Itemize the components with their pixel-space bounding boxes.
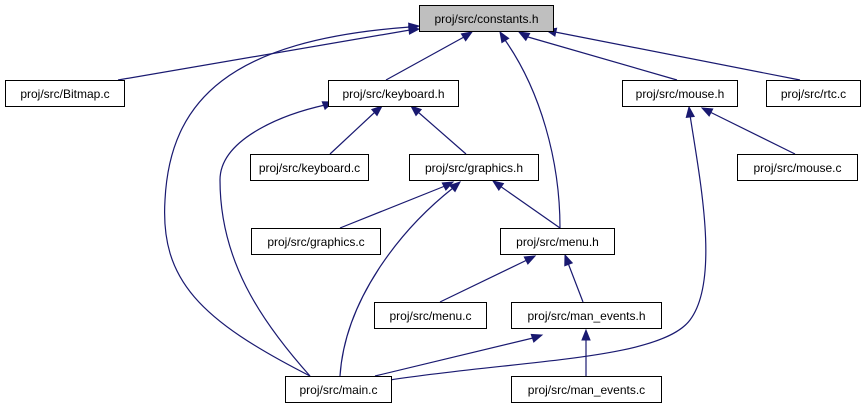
edge-graphics-h-to-keyboard-line [417,111,467,155]
node-graphics-c[interactable]: proj/src/graphics.c [251,228,381,255]
edge-man-events-c-to-h-arrowhead [581,328,591,341]
node-keyboard-c[interactable]: proj/src/keyboard.c [250,154,369,181]
edge-main-to-graphics-arrowhead [448,181,462,193]
edge-mouse-c-to-mouse-arrowhead [700,107,714,117]
edge-main-to-constants [163,22,421,377]
edge-keyboard-c-to-keyboard-line [329,111,376,155]
edge-menu-h-to-constants-line [504,39,561,229]
edge-menu-h-to-graphics-line [499,185,561,229]
edge-main-to-graphics-line [339,187,454,377]
edge-menu-h-to-constants [499,30,561,229]
node-mouse-c[interactable]: proj/src/mouse.c [737,154,858,181]
edge-graphics-c-to-graphics-arrowhead [441,181,455,191]
edge-menu-h-to-graphics [491,180,561,229]
node-mouse-h[interactable]: proj/src/mouse.h [622,80,738,107]
edge-man-events-c-to-h [581,328,591,376]
edge-mouse-to-constants-line [527,36,678,81]
edge-main-to-mouse-arrowhead [685,105,696,119]
edge-keyboard-to-constants-arrowhead [460,31,474,42]
edge-keyboard-to-constants [385,31,474,81]
edge-bitmap-to-constants-line [117,29,411,81]
node-keyboard-h[interactable]: proj/src/keyboard.h [328,80,459,107]
node-man-events-c[interactable]: proj/src/man_events.c [511,376,662,403]
edge-main-to-constants-arrowhead [408,22,421,32]
edge-graphics-c-to-graphics-line [339,185,446,229]
edge-keyboard-to-constants-line [385,36,465,81]
edge-menu-h-to-constants-arrowhead [499,30,510,44]
edge-graphics-h-to-keyboard-arrowhead [409,105,423,117]
node-constants-h: proj/src/constants.h [419,5,554,32]
node-rtc-c[interactable]: proj/src/rtc.c [766,80,861,107]
node-man-events-h[interactable]: proj/src/man_events.h [511,302,662,329]
edge-bitmap-to-constants [117,25,421,81]
edge-rtc-to-constants-line [554,31,801,81]
edge-main-to-man-events-h [374,333,544,377]
node-main-c[interactable]: proj/src/main.c [285,376,392,403]
edge-mouse-to-constants-arrowhead [517,31,531,42]
edge-menu-h-to-graphics-arrowhead [491,180,505,191]
edge-main-to-man-events-h-line [374,337,534,377]
edge-graphics-h-to-keyboard [409,105,467,155]
edge-mouse-c-to-mouse [700,107,796,155]
edge-man-events-h-to-menu-h-line [567,262,584,303]
edge-keyboard-c-to-keyboard [329,105,384,155]
edge-main-to-mouse-line [389,114,707,381]
edge-main-to-mouse [389,105,707,381]
node-bitmap-c[interactable]: proj/src/Bitmap.c [5,80,125,107]
edge-main-to-constants-line [163,26,411,377]
edge-main-to-graphics [339,181,462,377]
node-menu-c[interactable]: proj/src/menu.c [374,302,487,329]
edge-menu-c-to-menu-h [439,255,537,303]
edge-menu-c-to-menu-h-arrowhead [523,255,537,265]
edge-mouse-to-constants [517,31,678,81]
edge-man-events-h-to-menu-h-arrowhead [564,253,574,267]
edge-man-events-h-to-menu-h [564,253,584,303]
node-graphics-h[interactable]: proj/src/graphics.h [409,154,539,181]
edge-main-to-keyboard-line [219,104,326,377]
edge-graphics-c-to-graphics [339,181,455,229]
edge-menu-c-to-menu-h-line [439,259,528,303]
edge-rtc-to-constants [544,27,801,81]
edge-mouse-c-to-mouse-line [709,111,796,155]
edge-keyboard-c-to-keyboard-arrowhead [370,105,384,117]
node-menu-h[interactable]: proj/src/menu.h [500,228,615,255]
edge-main-to-man-events-h-arrowhead [530,333,544,343]
